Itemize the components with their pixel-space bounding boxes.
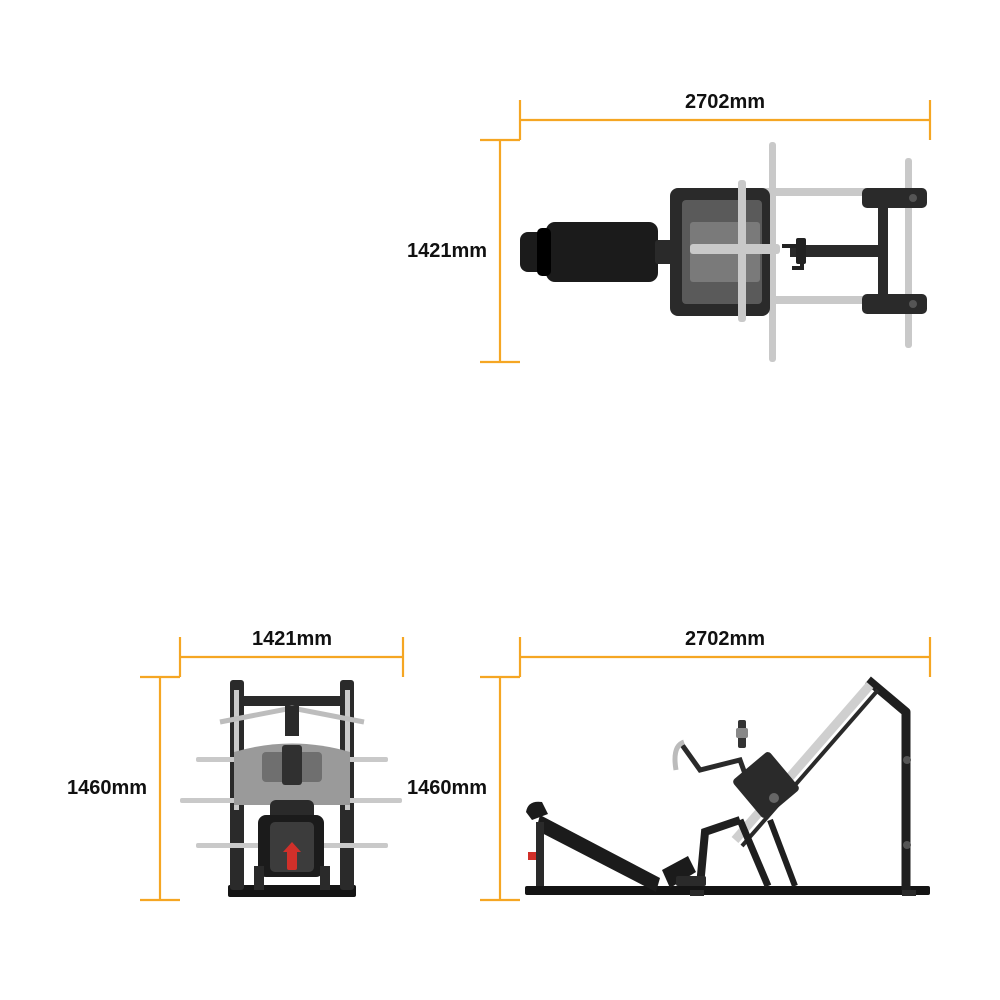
side-view-height-label: 1460mm bbox=[407, 777, 487, 799]
top-view-depth-dimension: 1421mm bbox=[407, 138, 520, 364]
front-view-width-dimension: 1421mm bbox=[178, 628, 405, 677]
front-view-width-label: 1421mm bbox=[252, 628, 332, 650]
top-view-width-dimension: 2702mm bbox=[518, 91, 932, 140]
top-view: 2702mm 1421mm bbox=[407, 91, 932, 364]
leg-press-top-view-illustration bbox=[520, 142, 927, 362]
leg-press-side-view-illustration bbox=[525, 676, 930, 896]
front-view-height-dimension: 1460mm bbox=[67, 675, 180, 902]
front-view: 1421mm 1460mm bbox=[67, 628, 405, 902]
top-view-depth-label: 1421mm bbox=[407, 240, 487, 262]
top-view-width-label: 2702mm bbox=[685, 91, 765, 113]
side-view-width-dimension: 2702mm bbox=[518, 628, 932, 677]
side-view: 2702mm 1460mm bbox=[407, 628, 932, 902]
side-view-height-dimension: 1460mm bbox=[407, 675, 520, 902]
leg-press-front-view-illustration bbox=[180, 680, 402, 897]
front-view-height-label: 1460mm bbox=[67, 777, 147, 799]
side-view-width-label: 2702mm bbox=[685, 628, 765, 650]
